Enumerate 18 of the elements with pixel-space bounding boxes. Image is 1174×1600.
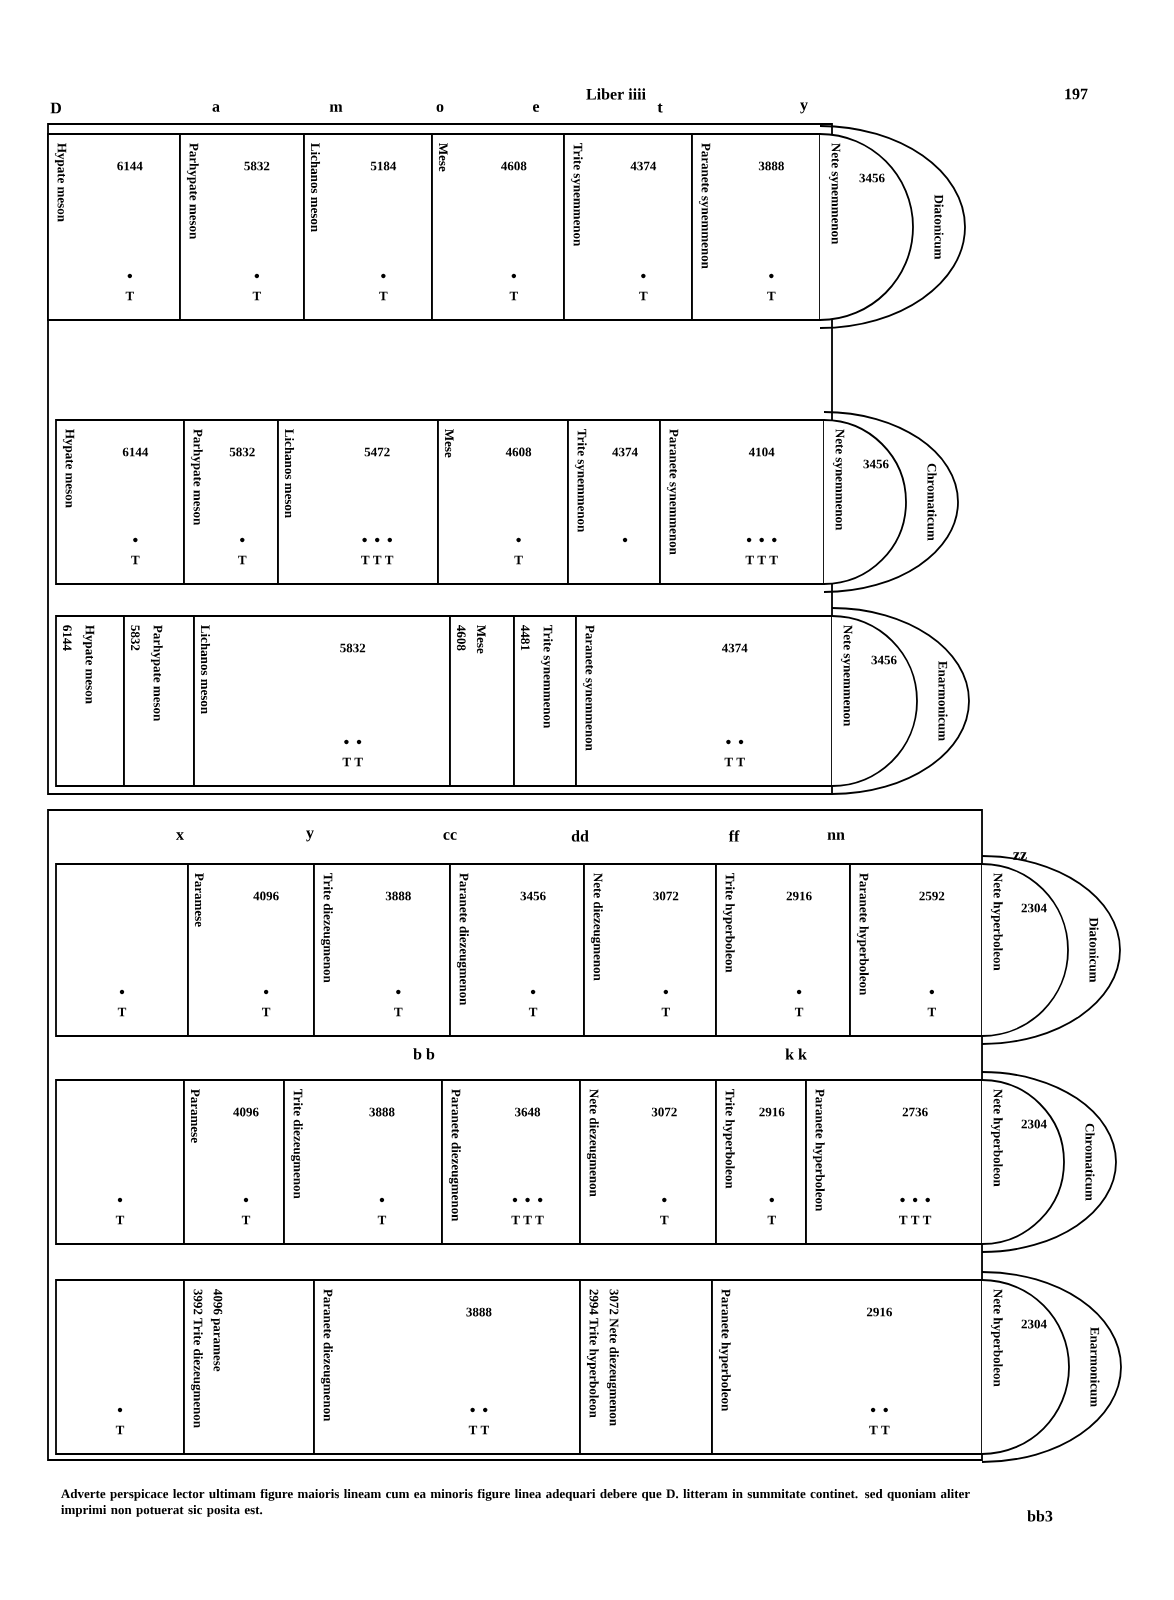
column-letter: y bbox=[800, 102, 808, 114]
column-letter: ff bbox=[728, 830, 740, 842]
column-letter: nn bbox=[827, 832, 845, 840]
column-letter: D bbox=[50, 102, 61, 114]
column-letter: k k bbox=[785, 1048, 807, 1060]
header: Liber iiii bbox=[586, 88, 646, 100]
column-letter: a bbox=[212, 104, 220, 112]
column-letter: m bbox=[329, 104, 343, 112]
column-letter: dd bbox=[571, 830, 589, 842]
column-letter: cc bbox=[443, 832, 457, 840]
column-letter: b b bbox=[413, 1048, 435, 1060]
column-letter: x bbox=[176, 832, 184, 840]
column-letter: t bbox=[657, 103, 663, 113]
column-letter: e bbox=[533, 104, 540, 112]
page-number: 197 bbox=[1065, 88, 1088, 100]
column-letter: o bbox=[436, 104, 444, 112]
column-letter: y bbox=[306, 830, 314, 842]
signature-mark: bb3 bbox=[1027, 1510, 1053, 1522]
